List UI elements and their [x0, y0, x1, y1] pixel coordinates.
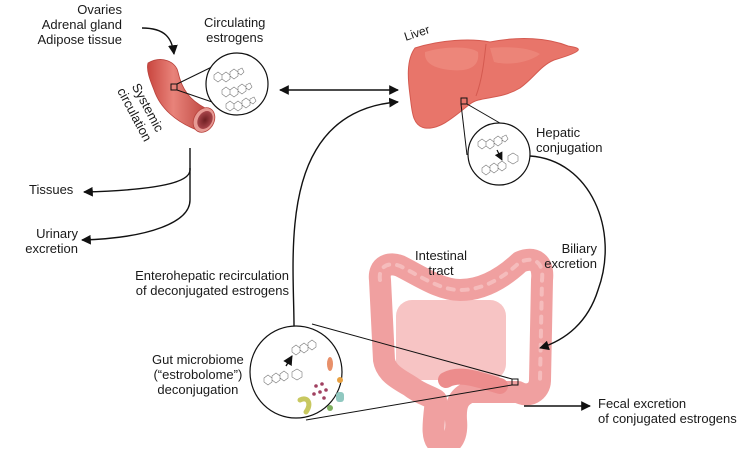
zoom-line [305, 384, 513, 421]
label-biliary-excretion: excretion [544, 256, 597, 271]
blood-vessel-icon [147, 59, 216, 133]
label-excretion: excretion [25, 241, 78, 256]
label-urinary: Urinary [36, 226, 78, 241]
label-deconjugation: deconjugation [157, 382, 239, 397]
tissues-label: Tissues [29, 182, 74, 197]
urinary-arrow [81, 168, 191, 245]
label-estrogens: estrogens [206, 30, 264, 45]
label-tract: tract [428, 263, 454, 278]
urinary-excretion-label: Urinary excretion [25, 226, 78, 256]
label-fecal-excretion: Fecal excretion [598, 396, 687, 411]
label-intestinal: Intestinal [415, 248, 468, 263]
sources-label: Ovaries Adrenal gland Adipose tissue [37, 2, 122, 47]
fecal-excretion-label: Fecal excretion of conjugated estrogens [598, 396, 737, 426]
label-adrenal-gland: Adrenal gland [41, 17, 122, 32]
label-enterohepatic-line1: Enterohepatic recirculation [135, 268, 289, 283]
label-estrobolome: (“estrobolome”) [153, 367, 243, 382]
enterohepatic-label: Enterohepatic recirculation of deconjuga… [135, 268, 289, 298]
label-hepatic: Hepatic [536, 125, 581, 140]
label-biliary: Biliary [561, 241, 597, 256]
label-conjugated-estrogens: of conjugated estrogens [598, 411, 737, 426]
gut-microbiome-label: Gut microbiome (“estrobolome”) deconjuga… [152, 352, 244, 397]
hepatic-conjugation-molecules-icon [467, 122, 531, 186]
zoom-line [311, 323, 513, 380]
biliary-excretion-label: Biliary excretion [544, 241, 597, 271]
label-gut-microbiome: Gut microbiome [152, 352, 244, 367]
hepatic-conjugation-label: Hepatic conjugation [536, 125, 603, 155]
label-ovaries: Ovaries [77, 2, 122, 17]
zoom-line [466, 103, 506, 127]
label-circulating: Circulating [204, 15, 266, 30]
label-adipose-tissue: Adipose tissue [37, 32, 122, 47]
intestinal-tract-label: Intestinal tract [415, 248, 467, 278]
label-enterohepatic-line2: of deconjugated estrogens [135, 283, 289, 298]
tissues-arrow [83, 148, 191, 197]
intestinal-tract-icon [368, 248, 554, 453]
sources-arrow [141, 27, 178, 55]
circulating-estrogens-molecules-icon [205, 52, 269, 116]
zoom-line [460, 103, 468, 156]
label-conjugation: conjugation [536, 140, 603, 155]
liver-icon [407, 38, 579, 129]
gut-microbiome-icon [249, 325, 344, 419]
circulating-estrogens-label: Circulating estrogens [204, 15, 265, 45]
biliary-arrow [529, 155, 606, 351]
enterohepatic-arrow [292, 97, 399, 327]
